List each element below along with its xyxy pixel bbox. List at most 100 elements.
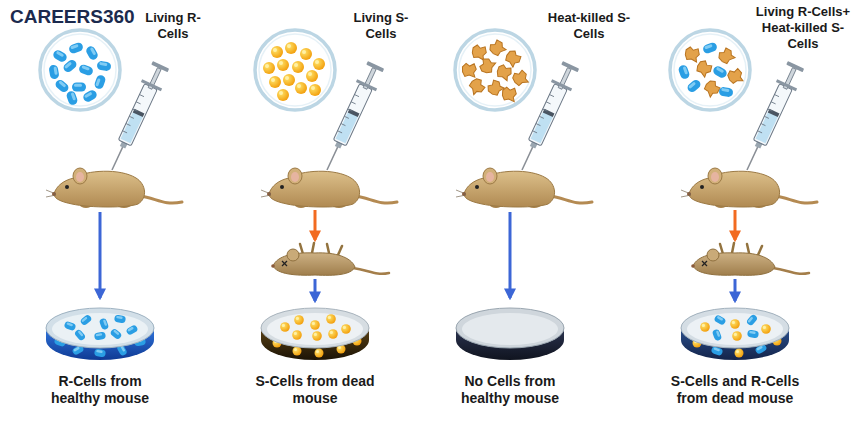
petri-dish-part	[109, 328, 122, 341]
bubble-s-cells-part	[277, 59, 289, 71]
petri-dish-part	[713, 314, 726, 326]
petri-dish-part	[280, 322, 290, 332]
petri-dish-part	[700, 322, 710, 332]
bubble-mixed-cells-part	[718, 86, 733, 97]
bubble-killed-cells-part	[455, 30, 535, 110]
result-caption: S-Cells and R-Cells from dead mouse	[665, 373, 805, 407]
petri-dish-part	[79, 314, 92, 327]
mouse-part	[46, 168, 182, 208]
petri-dish-part	[732, 331, 742, 341]
petri-dish-part	[64, 321, 77, 332]
petri-dish-part	[99, 318, 110, 331]
bubble-mixed-cells-part	[702, 78, 721, 97]
bubble-s-cells-part	[255, 30, 335, 110]
petri-dish-part	[687, 313, 783, 345]
bubble-r-cells-part	[82, 89, 99, 104]
bubble-s-cells-part	[285, 42, 297, 54]
label-slot: R-Cells from healthy mouse	[45, 373, 155, 407]
bubble-mixed-cells-part	[670, 30, 750, 110]
dead-mouse-part	[271, 243, 389, 275]
petri-dish	[456, 308, 564, 360]
bubble-killed-cells-part	[485, 78, 505, 98]
dead-mouse	[691, 243, 809, 275]
bubble-r-cells-part	[78, 63, 94, 76]
result-caption: R-Cells from healthy mouse	[45, 373, 155, 407]
sample-label: Heat-killed S-Cells	[545, 10, 633, 42]
bubble-r-cells-part	[54, 78, 71, 94]
bubble-r-cells-part	[62, 58, 79, 74]
result-caption: S-Cells from dead mouse	[255, 373, 375, 407]
arrow	[734, 210, 737, 240]
bubble-mixed-cells-part	[716, 46, 735, 65]
petri-dish-part	[292, 330, 302, 340]
bubble-killed-cells-part	[470, 43, 488, 61]
dead-mouse-part	[691, 243, 809, 275]
petri-dish-part	[761, 324, 771, 334]
bubble-s-cells-part	[283, 74, 295, 86]
petri-dish-part	[315, 349, 324, 358]
bubble-s-cells-part	[269, 76, 281, 88]
petri-dish-part	[74, 328, 87, 341]
bubble-s-cells-part	[263, 62, 275, 74]
label-slot: S-Cells and R-Cells from dead mouse	[665, 373, 805, 407]
mouse-part	[261, 168, 397, 208]
petri-dish-part	[261, 308, 369, 348]
label-slot: Living R-Cells	[142, 10, 204, 42]
bubble-r-cells-part	[68, 41, 84, 54]
sample-label: Living S-Cells	[350, 10, 412, 42]
arrow	[314, 210, 317, 240]
mouse	[681, 168, 817, 208]
petri-dish-part	[746, 313, 759, 326]
bubble-mixed-cells-part	[677, 64, 690, 80]
syringe-part	[737, 60, 806, 174]
mouse	[46, 168, 182, 208]
bubble-killed-cells	[455, 30, 535, 110]
logo-watermark: CAREERS360	[10, 5, 160, 28]
bubble-r-cells-part	[72, 83, 86, 92]
arrow	[99, 212, 102, 298]
mouse	[261, 168, 397, 208]
bubble-mixed-cells	[670, 30, 750, 110]
petri-dish-part	[712, 329, 723, 342]
bubble-r-cells-part	[93, 74, 106, 90]
bubble-mixed-cells-part	[686, 78, 703, 94]
bubble-r-cells-part	[65, 90, 78, 106]
mouse-part	[456, 168, 592, 208]
syringe	[737, 60, 806, 174]
petri-dish-part	[125, 324, 138, 336]
label-slot: Heat-killed S-Cells	[545, 10, 633, 42]
bubble-mixed-cells-part	[683, 45, 701, 63]
arrow	[509, 212, 512, 298]
bubble-s-cells-part	[277, 89, 289, 101]
bubble-s-cells-part	[271, 46, 283, 58]
petri-dish-part	[341, 324, 351, 334]
bubble-mixed-cells-part	[694, 58, 714, 78]
arrow	[314, 279, 317, 301]
petri-dish	[261, 308, 369, 360]
bubble-killed-cells-part	[494, 62, 513, 81]
petri-dish-part	[114, 314, 126, 323]
bubble-s-cells-part	[309, 84, 321, 96]
bubble-mixed-cells-part	[702, 41, 718, 54]
bubble-r-cells-part	[85, 45, 100, 62]
bubble-killed-cells-part	[477, 56, 496, 75]
result-caption: No Cells from healthy mouse	[455, 373, 565, 407]
petri-dish-part	[730, 319, 740, 329]
syringe-part	[102, 60, 171, 174]
syringe-part	[512, 60, 581, 174]
petri-dish-part	[747, 329, 759, 338]
sample-label: Living R-Cells	[142, 10, 204, 42]
mouse	[456, 168, 592, 208]
mouse-part	[681, 168, 817, 208]
arrow	[734, 279, 737, 301]
petri-dish-part	[267, 313, 363, 345]
bubble-killed-cells-part	[487, 38, 506, 57]
bubble-s-cells-part	[295, 82, 307, 94]
petri-dish	[681, 308, 789, 360]
syringe	[317, 60, 386, 174]
label-slot: CAREERS360	[10, 5, 160, 28]
petri-dish-part	[310, 320, 320, 330]
bubble-killed-cells-part	[500, 85, 517, 102]
